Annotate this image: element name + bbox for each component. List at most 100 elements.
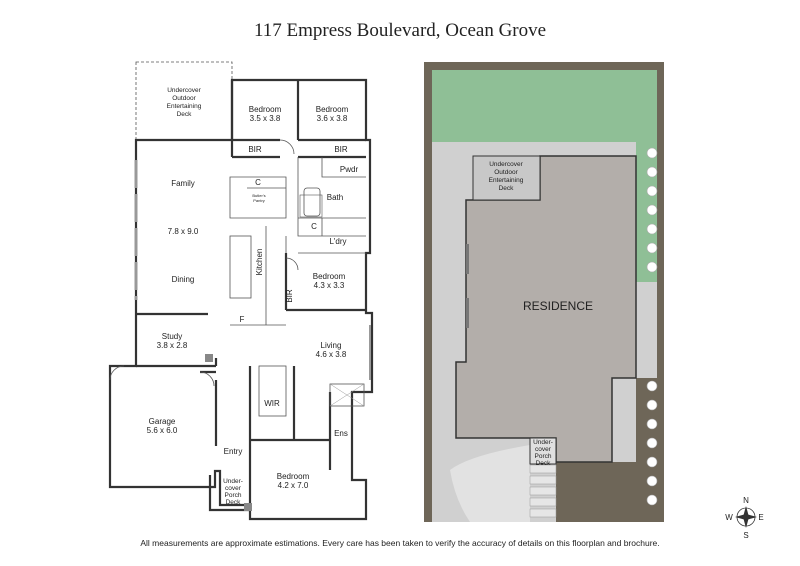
door-swing bbox=[109, 365, 125, 381]
c-2-label: C bbox=[311, 222, 317, 231]
bir-1-label: BIR bbox=[248, 145, 262, 154]
butlers-pantry-1: Butler's bbox=[252, 193, 265, 198]
kitchen-label: Kitchen bbox=[255, 249, 264, 276]
window-mark bbox=[466, 298, 469, 328]
planting bbox=[646, 380, 658, 392]
wir-label: WIR bbox=[264, 399, 280, 408]
planting bbox=[646, 399, 658, 411]
butlers-pantry-2: Pantry bbox=[253, 198, 265, 203]
main-suite-walls bbox=[248, 366, 332, 505]
planting bbox=[646, 437, 658, 449]
door-swing bbox=[199, 371, 215, 387]
site-deck-label-3: Entertaining bbox=[489, 177, 524, 184]
kitchen-walls bbox=[229, 176, 287, 326]
bir-3-label: BIR bbox=[285, 289, 294, 303]
site-porch-label-3: Porch bbox=[535, 453, 552, 460]
rear-deck-label-1: Undercover bbox=[167, 87, 201, 94]
planting bbox=[646, 204, 658, 216]
garage-dims: 5.6 x 6.0 bbox=[147, 426, 178, 435]
site-driveway bbox=[450, 445, 530, 522]
bedroom-a-name: Bedroom bbox=[249, 105, 282, 114]
site-porch-label-2: cover bbox=[535, 446, 552, 453]
bath-shower bbox=[299, 194, 323, 218]
site-deck-label-1: Undercover bbox=[489, 161, 523, 168]
pwdr-label: Pwdr bbox=[340, 165, 359, 174]
porch-label-1: Under- bbox=[223, 478, 243, 485]
planting bbox=[646, 418, 658, 430]
site-porch-label-1: Under- bbox=[533, 439, 553, 446]
planting bbox=[646, 261, 658, 273]
planting bbox=[646, 456, 658, 468]
study-walls bbox=[136, 312, 218, 368]
site-planting-circles bbox=[646, 147, 658, 506]
compass-needle-horizontal bbox=[735, 514, 757, 520]
bedroom-a-dims: 3.5 x 3.8 bbox=[250, 114, 281, 123]
living-name: Living bbox=[321, 341, 342, 350]
c-1-label: C bbox=[255, 178, 261, 187]
porch-walls bbox=[208, 475, 250, 512]
upper-bedroom-walls bbox=[230, 80, 366, 159]
family-label: Family bbox=[171, 179, 195, 188]
main-bedroom-name: Bedroom bbox=[277, 472, 310, 481]
step bbox=[529, 475, 557, 485]
bir-2-label: BIR bbox=[334, 145, 348, 154]
main-bedroom-dims: 4.2 x 7.0 bbox=[278, 481, 309, 490]
rear-deck-label-3: Entertaining bbox=[167, 103, 202, 110]
wir-shelf bbox=[258, 365, 287, 417]
residence-window-marks bbox=[466, 244, 469, 328]
site-deck-label-2: Outdoor bbox=[494, 169, 518, 176]
porch-label-2: cover bbox=[225, 485, 242, 492]
exterior-walls bbox=[108, 78, 374, 521]
study-name: Study bbox=[162, 332, 182, 341]
residence-label: RESIDENCE bbox=[523, 299, 593, 313]
porch-label-3: Porch bbox=[225, 492, 242, 499]
bath-label: Bath bbox=[327, 193, 343, 202]
planting bbox=[646, 475, 658, 487]
wet-area-walls bbox=[285, 157, 366, 310]
site-deck bbox=[472, 155, 541, 201]
bath-tub bbox=[303, 187, 321, 217]
disclaimer: All measurements are approximate estimat… bbox=[140, 538, 660, 548]
planting bbox=[646, 185, 658, 197]
site-deck-label-4: Deck bbox=[499, 185, 515, 192]
entry-label: Entry bbox=[224, 447, 243, 456]
ens-shower-mark bbox=[329, 383, 365, 407]
compass-n: N bbox=[743, 496, 749, 505]
bedroom-c-dims: 4.3 x 3.3 bbox=[314, 281, 345, 290]
pillar bbox=[205, 354, 213, 362]
f-label: F bbox=[240, 315, 245, 324]
step bbox=[529, 486, 557, 496]
stepping-stones bbox=[529, 464, 557, 518]
step bbox=[529, 508, 557, 518]
planting bbox=[646, 147, 658, 159]
bedroom-living-walls bbox=[284, 253, 366, 312]
planting bbox=[646, 494, 658, 506]
rear-deck-label-2: Outdoor bbox=[172, 95, 196, 102]
door-swing bbox=[279, 139, 295, 155]
family-dims: 7.8 x 9.0 bbox=[168, 227, 199, 236]
page-title: 117 Empress Boulevard, Ocean Grove bbox=[253, 20, 547, 41]
study-dims: 3.8 x 2.8 bbox=[157, 341, 188, 350]
planting bbox=[646, 223, 658, 235]
dining-label: Dining bbox=[172, 275, 195, 284]
bedroom-b-dims: 3.6 x 3.8 bbox=[317, 114, 348, 123]
ldry-label: L'dry bbox=[329, 237, 346, 246]
site-lawn bbox=[432, 70, 657, 142]
door-swing bbox=[285, 257, 299, 271]
planting bbox=[646, 242, 658, 254]
porch-label-4: Deck bbox=[226, 499, 242, 506]
living-dims: 4.6 x 3.8 bbox=[316, 350, 347, 359]
bedroom-b-name: Bedroom bbox=[316, 105, 349, 114]
site-porch bbox=[529, 437, 557, 465]
residence-footprint bbox=[455, 155, 637, 463]
kitchen-island bbox=[229, 235, 252, 299]
bedroom-c-name: Bedroom bbox=[313, 272, 346, 281]
ens-shower bbox=[329, 383, 365, 407]
site-porch-label-4: Deck bbox=[536, 460, 552, 467]
window-mark bbox=[466, 244, 469, 274]
